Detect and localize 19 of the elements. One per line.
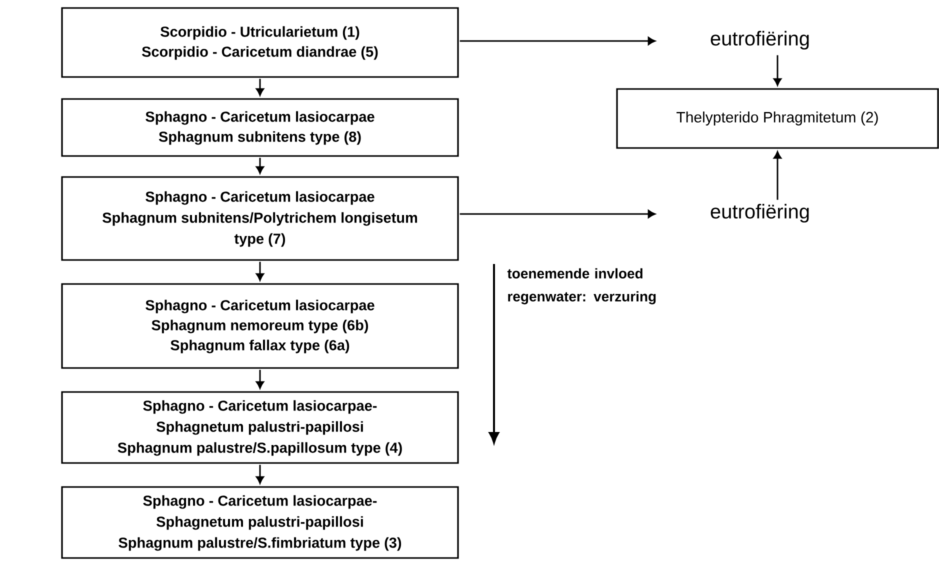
arrow [256, 464, 264, 484]
arrow [256, 262, 264, 281]
association-box: Sphagno - Caricetum lasiocarpae- Sphagnetum palustri-papillosi Sphagnum palustre/S.papillosum type (4) [61, 391, 459, 464]
annotation-text: toenemende invloed regenwater: verzuring [507, 268, 656, 304]
association-box: Sphagno - Caricetum lasiocarpae- Sphagnetum palustri-papillosi Sphagnum palustre/S.fimbriatum type (3) [61, 486, 459, 559]
association-box: Sphagno - Caricetum lasiocarpae Sphagnum subnitens/Polytrichem longisetum type (7) [61, 176, 459, 261]
arrow [256, 158, 264, 174]
process-label: eutrofiëring [710, 30, 809, 50]
arrow [460, 210, 656, 218]
association-box: Sphagno - Caricetum lasiocarpae Sphagnum nemoreum type (6b) Sphagnum fallax type (6a) [61, 283, 459, 369]
arrow [460, 36, 656, 46]
association-box: Sphagno - Caricetum lasiocarpae Sphagnum subnitens type (8) [61, 98, 459, 157]
association-box: Thelypterido Phragmitetum (2) [616, 88, 939, 149]
process-label: eutrofiëring [710, 204, 809, 223]
arrow [256, 78, 264, 96]
arrow [773, 151, 782, 200]
arrow [256, 370, 264, 389]
arrow [773, 55, 782, 86]
association-box: Scorpidio - Utricularietum (1) Scorpidio - Caricetum diandrae (5) [61, 7, 459, 78]
